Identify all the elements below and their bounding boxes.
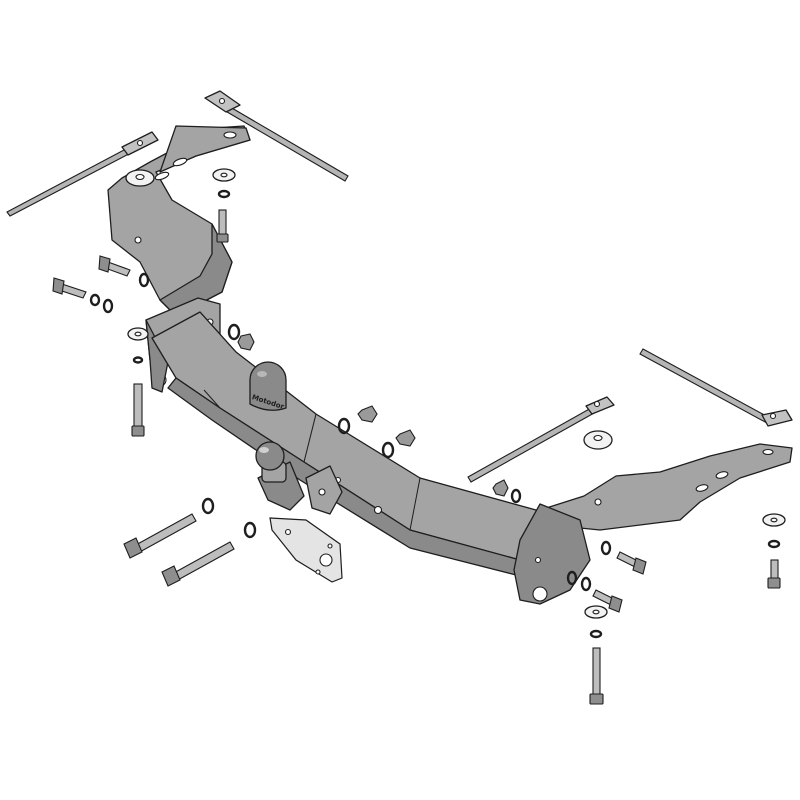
- bolt-long-a: [123, 513, 197, 559]
- bolt-short-left-a: [98, 255, 131, 277]
- strap-top-left: [6, 131, 159, 217]
- bolt-long-b: [161, 541, 235, 587]
- spacer-top-left: [125, 169, 155, 187]
- bolt-short-left-b: [52, 277, 87, 299]
- nuts: [237, 333, 509, 497]
- ball-cover: Motodor: [249, 361, 287, 411]
- strap-right-lower: [467, 396, 615, 483]
- main-cross-beam: [151, 311, 545, 577]
- strap-right-upper: [639, 348, 793, 427]
- bolt-vertical-top-left: [216, 209, 229, 243]
- strap-top-center: [204, 90, 349, 182]
- towball-assembly: [255, 441, 343, 515]
- bolt-right-short-b: [592, 589, 623, 613]
- spacer-right: [583, 430, 613, 450]
- washers: [89, 168, 786, 639]
- bolt-vertical-left: [131, 383, 145, 437]
- bolt-vertical-far-right: [767, 559, 781, 589]
- socket-mounting-plate: [269, 517, 343, 583]
- bolt-vertical-bottom: [589, 647, 604, 705]
- right-mounting-bracket: [513, 443, 793, 605]
- bolt-right-short-a: [616, 551, 647, 575]
